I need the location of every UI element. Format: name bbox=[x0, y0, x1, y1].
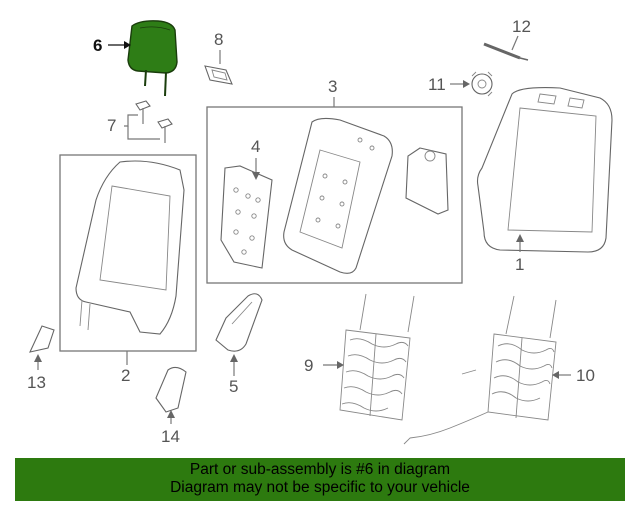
callout-13[interactable]: 13 bbox=[27, 373, 46, 392]
callout-10[interactable]: 10 bbox=[576, 366, 595, 385]
callout-12[interactable]: 12 bbox=[512, 17, 531, 36]
seatback-cover-part-1[interactable] bbox=[476, 87, 613, 253]
callout-11[interactable]: 11 bbox=[428, 75, 446, 94]
headrest-part-6[interactable] bbox=[127, 20, 178, 97]
cover-piece[interactable] bbox=[405, 147, 449, 215]
seat-frame-part-2[interactable] bbox=[75, 160, 185, 335]
clip-part-13[interactable] bbox=[29, 325, 55, 353]
frame-box-part-2 bbox=[59, 154, 197, 352]
banner-line-1: Part or sub-assembly is #6 in diagram bbox=[189, 461, 451, 478]
cover-part-14[interactable] bbox=[155, 366, 187, 413]
callout-7[interactable]: 7 bbox=[107, 116, 116, 135]
info-banner: Part or sub-assembly is #6 in diagram Di… bbox=[15, 458, 625, 501]
seatback-pad-part-3[interactable] bbox=[283, 117, 393, 274]
callout-9[interactable]: 9 bbox=[304, 356, 313, 375]
callout-6[interactable]: 6 bbox=[93, 36, 102, 55]
headrest-guide-part-7[interactable] bbox=[135, 100, 173, 143]
callout-4[interactable]: 4 bbox=[251, 137, 260, 156]
callout-3[interactable]: 3 bbox=[328, 77, 337, 96]
banner-line-2: Diagram may not be specific to your vehi… bbox=[170, 479, 470, 496]
callout-5[interactable]: 5 bbox=[229, 377, 238, 396]
rod-part-12[interactable] bbox=[483, 42, 529, 61]
spring-mat-part-10[interactable] bbox=[403, 295, 557, 445]
callout-14[interactable]: 14 bbox=[161, 427, 180, 446]
trim-part-5[interactable] bbox=[215, 293, 263, 352]
callout-8[interactable]: 8 bbox=[214, 30, 223, 49]
callout-1[interactable]: 1 bbox=[515, 255, 524, 274]
bracket-part-8[interactable] bbox=[204, 65, 233, 85]
panel-part-4[interactable] bbox=[220, 165, 273, 269]
callout-2[interactable]: 2 bbox=[121, 366, 130, 385]
parts-diagram: 6 7 8 3 4 bbox=[27, 17, 613, 446]
spring-mat-part-9[interactable] bbox=[339, 293, 415, 421]
clip-part-11[interactable] bbox=[471, 71, 493, 97]
